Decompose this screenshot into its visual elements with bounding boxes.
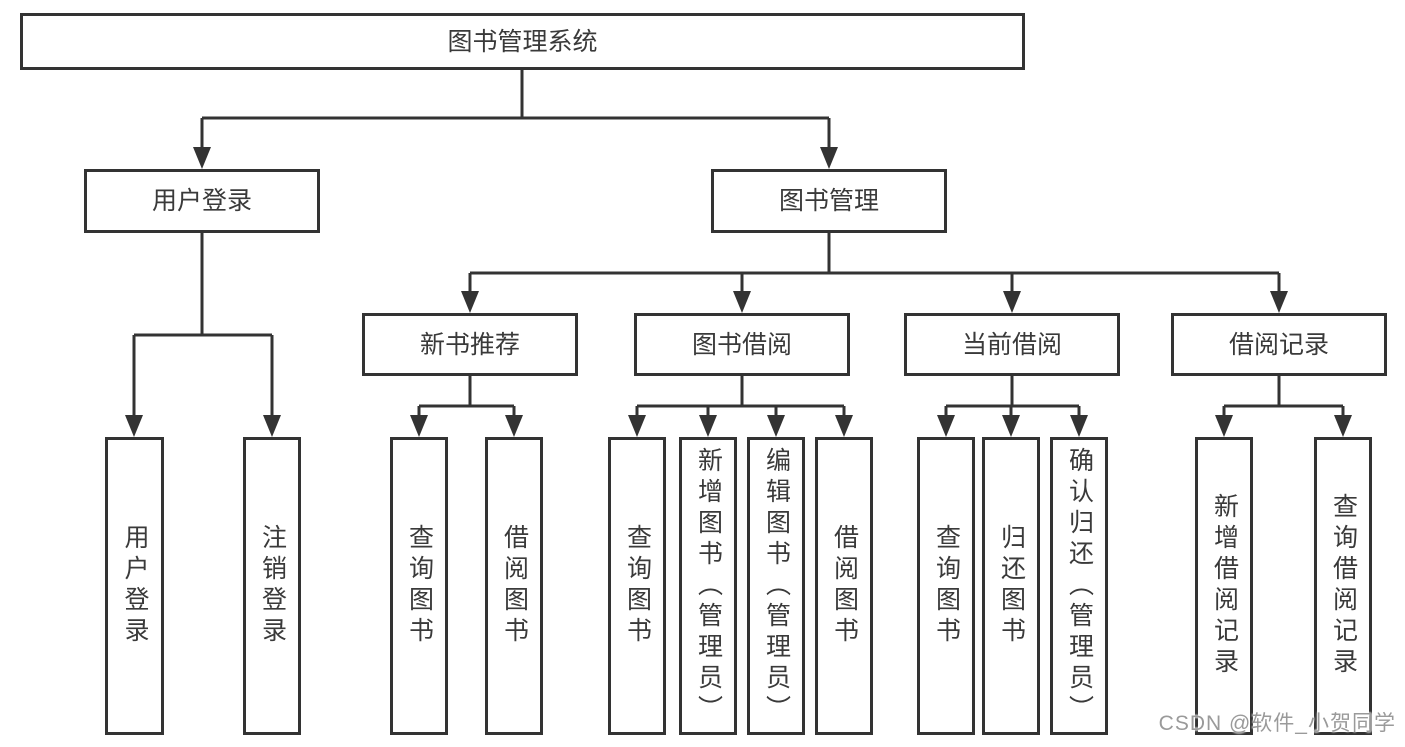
node-label: 归还图书	[997, 524, 1026, 648]
node-label: 当前借阅	[961, 330, 1062, 359]
node-book-management-branch: 图书管理	[711, 169, 947, 233]
node-login: 用户登录	[105, 437, 164, 735]
arrowhead-icon	[820, 147, 838, 169]
arrowhead-icon	[1215, 415, 1233, 437]
node-label: 借阅图书	[500, 524, 529, 648]
arrowhead-icon	[1334, 415, 1352, 437]
node-label: 查询图书	[932, 524, 961, 648]
node-edit-books-admin: 编辑图书（管理员）	[747, 437, 805, 735]
arrowhead-icon	[461, 291, 479, 313]
node-add-books-admin: 新增图书（管理员）	[679, 437, 737, 735]
arrowhead-icon	[1003, 291, 1021, 313]
node-borrow-query-books: 查询图书	[608, 437, 666, 735]
node-root: 图书管理系统	[20, 13, 1025, 70]
node-recommend-borrow-books: 借阅图书	[485, 437, 543, 735]
node-label: 确认归还（管理员）	[1065, 446, 1094, 726]
node-query-borrow-record: 查询借阅记录	[1314, 437, 1372, 735]
node-borrowing-records: 借阅记录	[1171, 313, 1387, 376]
node-current-query-books: 查询图书	[917, 437, 975, 735]
arrowhead-icon	[628, 415, 646, 437]
node-return-books: 归还图书	[982, 437, 1040, 735]
arrowhead-icon	[505, 415, 523, 437]
arrowhead-icon	[1002, 415, 1020, 437]
arrowhead-icon	[1070, 415, 1088, 437]
node-user-login-branch: 用户登录	[84, 169, 320, 233]
arrowhead-icon	[263, 415, 281, 437]
node-book-borrowing: 图书借阅	[634, 313, 850, 376]
node-label: 查询借阅记录	[1329, 493, 1358, 679]
node-logout: 注销登录	[243, 437, 301, 735]
node-label: 用户登录	[151, 187, 252, 215]
arrowhead-icon	[1270, 291, 1288, 313]
arrowhead-icon	[733, 291, 751, 313]
node-label: 借阅图书	[830, 524, 859, 648]
node-borrow-books: 借阅图书	[815, 437, 873, 735]
node-label: 用户登录	[121, 524, 149, 648]
node-current-borrowing: 当前借阅	[904, 313, 1120, 376]
arrowhead-icon	[125, 415, 143, 437]
node-add-borrow-record: 新增借阅记录	[1195, 437, 1253, 735]
arrowhead-icon	[767, 415, 785, 437]
node-confirm-return-admin: 确认归还（管理员）	[1050, 437, 1108, 735]
arrowhead-icon	[835, 415, 853, 437]
node-label: 新书推荐	[419, 330, 520, 359]
node-label: 新增图书（管理员）	[694, 446, 723, 726]
node-label: 新增借阅记录	[1210, 493, 1239, 679]
node-label: 注销登录	[258, 524, 287, 648]
node-label: 图书借阅	[691, 330, 792, 359]
node-label: 查询图书	[405, 524, 434, 648]
connector-path	[132, 70, 1345, 419]
node-label: 图书管理	[778, 187, 879, 215]
node-label: 编辑图书（管理员）	[762, 446, 791, 726]
arrowhead-icon	[410, 415, 428, 437]
arrowhead-icon	[699, 415, 717, 437]
node-label: 借阅记录	[1228, 330, 1329, 359]
arrowhead-icon	[193, 147, 211, 169]
node-label: 图书管理系统	[447, 27, 598, 56]
arrowhead-icon	[937, 415, 955, 437]
csdn-watermark: CSDN @软件_小贺同学	[1158, 712, 1396, 735]
node-recommend-query-books: 查询图书	[390, 437, 448, 735]
node-new-book-recommend: 新书推荐	[362, 313, 578, 376]
node-label: 查询图书	[623, 524, 652, 648]
